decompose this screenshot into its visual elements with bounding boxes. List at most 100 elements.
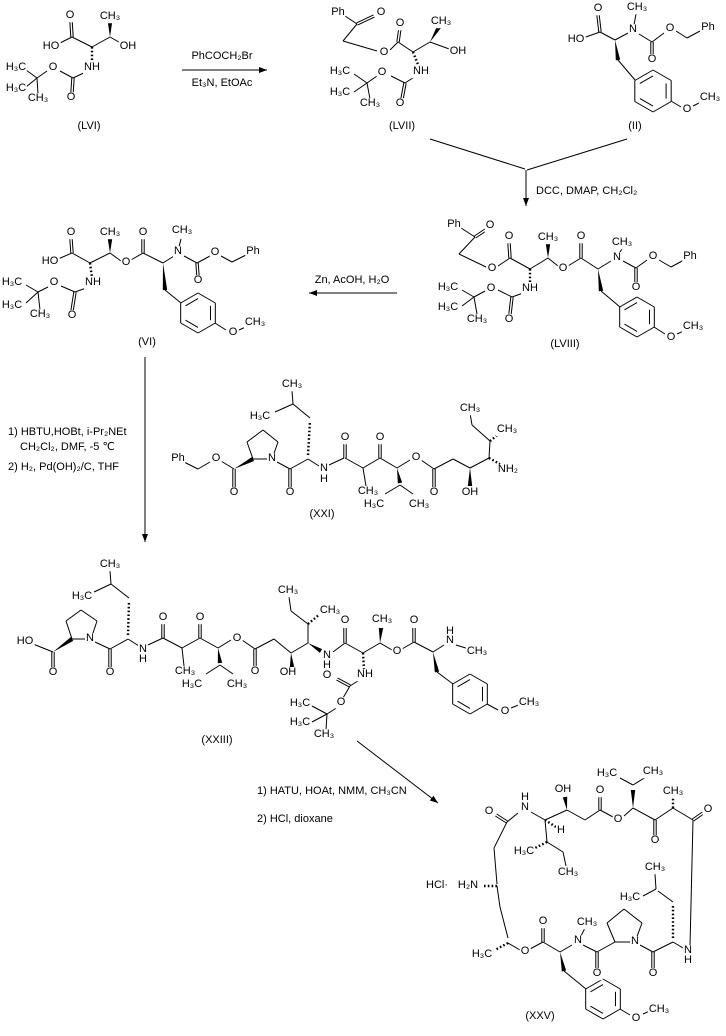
atom-label: O [120, 256, 132, 269]
atom-label: O [503, 313, 515, 326]
atom-label: H₃C [470, 948, 494, 961]
reaction-arrow-branch [429, 138, 526, 170]
atom-label: CH₃ [318, 604, 342, 617]
atom-label: O [374, 431, 386, 444]
atom-label: O [65, 226, 77, 239]
atom-label: HO [40, 255, 60, 268]
atom-label: H₃C [436, 301, 460, 314]
atom-label: O [137, 226, 149, 239]
atom-label: H₃C [328, 86, 352, 99]
atom-label: H₃C [362, 498, 386, 511]
atom-label: NH [521, 282, 539, 295]
reagent-text-step-5: 2) HCl, dioxane [257, 813, 333, 826]
atom-label: O [375, 6, 387, 19]
compound-label-LVI: (LVI) [77, 120, 101, 133]
atom-label: O [48, 276, 60, 289]
atom-label: H₃C [595, 767, 619, 780]
atom-label: CH₃ [243, 316, 267, 329]
atom-label: H₃C [0, 276, 24, 289]
atom-label: N [138, 643, 148, 656]
structure-XXI-skeleton [183, 390, 501, 495]
atom-label: O [484, 219, 496, 232]
structure-XXV-skeleton [484, 776, 704, 1020]
atom-label: H₃C [4, 61, 28, 74]
atom-label: CH₃ [556, 866, 580, 879]
atom-label: O [665, 331, 677, 344]
atom-label: CH₃ [407, 498, 431, 511]
atom-label: H [445, 625, 455, 638]
atom-label: HCl· [425, 879, 449, 892]
reagent-text-step-2: DCC, DMAP, CH₂Cl₂ [536, 185, 638, 198]
structure-II-skeleton [582, 13, 704, 113]
atom-label: H₃C [0, 299, 24, 312]
atom-label: CH₃ [370, 613, 394, 626]
atom-label: H₃C [248, 410, 272, 423]
atom-label: CH₃ [647, 1003, 671, 1016]
reagent-text-step-4: 2) H₂, Pd(OH)₂/C, THF [8, 461, 120, 474]
atom-label: H₃C [4, 82, 28, 95]
atom-label: Ph [245, 245, 261, 258]
atom-label: CH₃ [98, 558, 122, 571]
reaction-arrow [142, 357, 148, 542]
atom-label: N [573, 934, 583, 947]
atom-label: CH₃ [98, 226, 122, 239]
atom-label: O [486, 262, 498, 275]
atom-label: Ph [682, 250, 698, 263]
atom-label: O [647, 250, 659, 263]
atom-label: H₃C [618, 891, 642, 904]
atom-label: CH₃ [173, 665, 197, 678]
atom-label: CH₃ [429, 15, 453, 28]
atom-label: Ph [170, 452, 186, 465]
atom-label: CH₃ [458, 402, 482, 415]
atom-label: H₃C [180, 678, 204, 691]
atom-label: O [284, 486, 296, 499]
atom-label: Ph [700, 21, 716, 34]
atom-label: O [394, 17, 406, 30]
structure-XXIII-skeleton [32, 570, 522, 731]
atom-label: O [231, 632, 243, 645]
compound-label-VI: (VI) [138, 336, 156, 349]
atom-label: OH [278, 666, 298, 679]
atom-label: O [378, 46, 390, 59]
atom-label: O [104, 666, 116, 679]
atom-label: H [322, 659, 332, 672]
atom-label: N [85, 632, 95, 645]
atom-label: O [630, 281, 642, 294]
atom-label: HO [15, 635, 35, 648]
atom-label: HO [41, 40, 61, 53]
atom-label: CH₃ [495, 423, 519, 436]
atom-label: CH₃ [536, 231, 560, 244]
atom-label: CH₃ [358, 97, 382, 110]
atom-label: O [339, 614, 351, 627]
atom-label: O [157, 611, 169, 624]
atom-label: CH₃ [356, 485, 380, 498]
atom-label: CH₃ [641, 765, 665, 778]
atom-label: O [612, 813, 624, 826]
atom-label: OH [118, 40, 138, 53]
atom-label: CH₃ [98, 10, 122, 23]
atom-label: NH [356, 668, 374, 681]
atom-label: CH₃ [643, 861, 667, 874]
atom-label: H₃C [328, 65, 352, 78]
reagent-text-step-4: 1) HBTU,HOBt, i-Pr₂NEt [8, 426, 127, 439]
reaction-arrow [523, 170, 529, 206]
atom-label: Ph [330, 6, 346, 19]
reaction-arrow [182, 67, 267, 73]
atom-label: O [65, 91, 77, 104]
atom-label: N [173, 245, 183, 258]
structure-VI-skeleton [25, 238, 249, 334]
atom-label: O [64, 9, 76, 22]
atom-label: O [646, 53, 658, 66]
atom-label: O [702, 803, 714, 816]
reaction-arrow [309, 290, 397, 296]
atom-label: CH₃ [276, 584, 300, 597]
reagent-text-step-3: Zn, AcOH, H₂O [314, 274, 390, 287]
reagent-text-step-5: 1) HATU, HOAt, NMM, CH₃CN [257, 785, 407, 798]
atom-label: O [681, 103, 693, 116]
atom-label: O [575, 230, 587, 243]
compound-label-LVIII: (LVIII) [550, 338, 580, 351]
structure-LVII-skeleton [342, 14, 453, 100]
reagent-text-step-4: CH₂Cl₂, DMF, -5 ℃ [20, 441, 115, 454]
atom-label: O [227, 326, 239, 339]
